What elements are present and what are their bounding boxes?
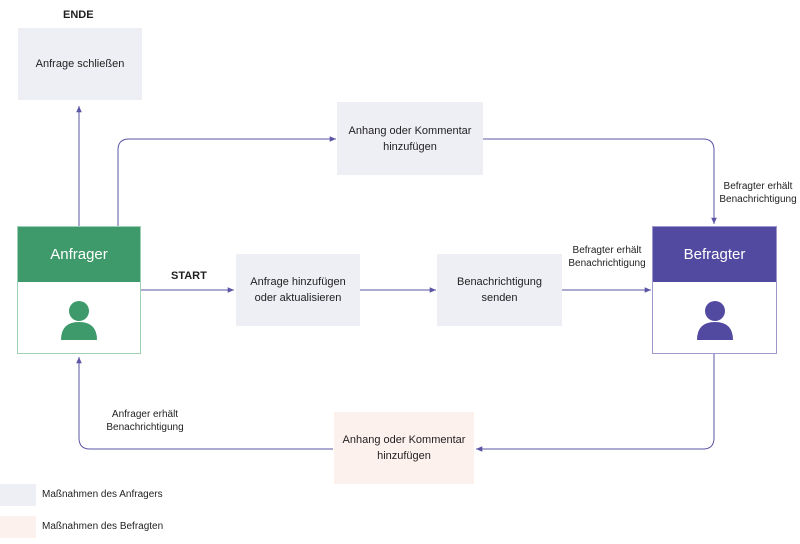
legend-text-requester: Maßnahmen des Anfragers: [42, 489, 163, 500]
step-send-notification: Benachrichtigung senden: [437, 254, 562, 326]
person-icon: [696, 301, 733, 340]
actor-respondent-title: Befragter: [653, 227, 776, 282]
step-add-attachment-top: Anhang oder Kommentar hinzufügen: [337, 102, 483, 175]
legend-text-respondent: Maßnahmen des Befragten: [42, 521, 164, 532]
actor-respondent: Befragter: [652, 226, 777, 354]
start-label: START: [171, 270, 207, 282]
arrow-respondent-to-attachment-bottom: [476, 354, 715, 452]
arrow-attachment-bottom-to-requester: [76, 357, 333, 450]
arrow-to-attachment-top: [117, 136, 336, 226]
legend-swatch-respondent: [0, 516, 36, 538]
person-icon: [61, 301, 97, 340]
edge-label-respondent-notified-right: Befragter erhält Benachrichtigung: [719, 181, 797, 205]
arrow-attachment-top-to-respondent: [483, 138, 717, 224]
actor-requester: Anfrager: [17, 226, 141, 354]
edge-label-respondent-notified-mid: Befragter erhält Benachrichtigung: [568, 245, 646, 269]
legend-swatch-requester: [0, 484, 36, 506]
step-close-request: Anfrage schließen: [18, 28, 142, 100]
step-add-attachment-bottom: Anhang oder Kommentar hinzufügen: [334, 412, 474, 484]
actor-requester-title: Anfrager: [18, 227, 140, 282]
end-label: ENDE: [63, 9, 94, 21]
step-add-update-request: Anfrage hinzufügen oder aktualisieren: [236, 254, 360, 326]
edge-label-requester-notified: Anfrager erhält Benachrichtigung: [106, 409, 184, 433]
